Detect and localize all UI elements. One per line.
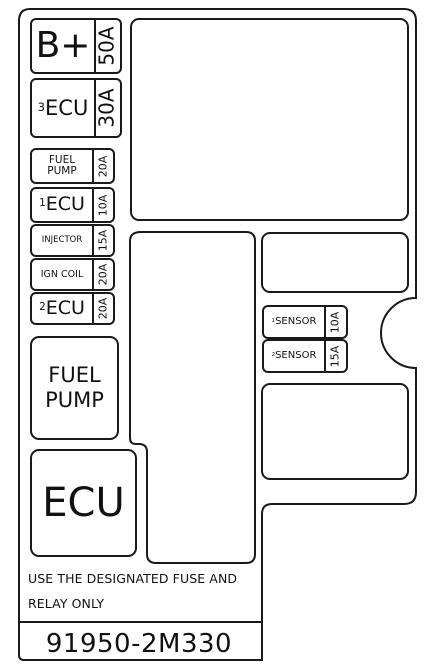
fuse-name: INJECTOR <box>41 235 83 246</box>
fuse-number: 2 <box>271 351 276 358</box>
relay-label: ECU <box>42 480 125 526</box>
fuse-number: 1 <box>271 317 276 324</box>
fuse-number: 3 <box>37 99 46 114</box>
fuse-name: ECU <box>45 95 89 120</box>
fuse-amperage: 20A <box>96 263 109 286</box>
fuse-name: IGN COIL <box>40 268 84 280</box>
empty-relay-slot-center <box>129 231 256 564</box>
fuse-amperage: 30A <box>95 88 120 128</box>
fuse-name-line2: PUMP <box>47 165 77 177</box>
empty-slot-large-top <box>130 18 409 221</box>
relay-label-line1: FUEL <box>48 362 101 387</box>
fuse-name: ECU <box>45 193 85 216</box>
part-number: 91950-2M330 <box>45 629 233 659</box>
fuse-name: SENSOR <box>275 349 317 361</box>
fuse-injector: INJECTOR 15A <box>30 224 115 257</box>
fuse-amperage: 20A <box>96 155 109 177</box>
fuse-name-line1: FUEL <box>48 153 76 166</box>
empty-slot-right-upper <box>261 232 409 293</box>
fuse-amperage: 15A <box>328 345 342 367</box>
fuse-number: 1 <box>39 197 46 210</box>
relay-label-line2: PUMP <box>45 388 104 412</box>
fuse-name: SENSOR <box>275 315 317 327</box>
fuse-amperage: 15A <box>96 229 109 252</box>
notice-line1: USE THE DESIGNATED FUSE AND <box>28 571 238 586</box>
empty-slot-right-lower <box>261 383 409 480</box>
fuse-b-plus: B+ 50A <box>30 18 122 74</box>
relay-fuel-pump: FUEL PUMP <box>30 336 119 440</box>
fuse-amperage: 50A <box>95 26 120 66</box>
fuse-amperage: 20A <box>96 297 109 320</box>
notice-line2: RELAY ONLY <box>28 596 105 611</box>
fuse-ign-coil: IGN COIL 20A <box>30 258 115 291</box>
relay-ecu: ECU <box>30 449 137 557</box>
fuse-number: 2 <box>39 300 46 313</box>
fuse-name: ECU <box>45 296 85 319</box>
fuse-amperage: 10A <box>96 194 109 216</box>
fuse-name: B+ <box>35 25 91 67</box>
fuse-fuel-pump: FUEL PUMP 20A <box>30 148 115 184</box>
fuse-amperage: 10A <box>328 311 342 333</box>
